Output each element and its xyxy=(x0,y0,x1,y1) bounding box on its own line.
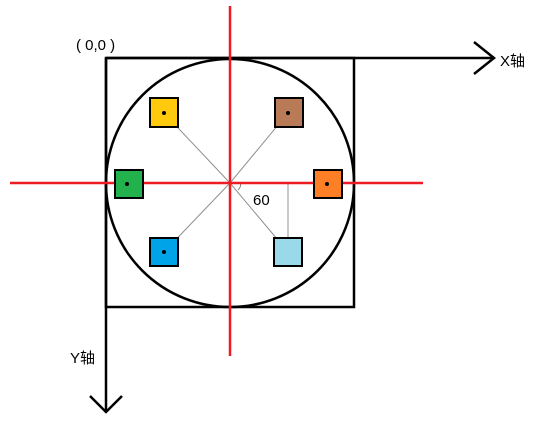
y-axis-label: Y轴 xyxy=(70,350,95,367)
angle-label: 60 xyxy=(253,192,270,209)
square-light-blue xyxy=(273,237,303,267)
square-yellow xyxy=(149,97,179,128)
square-green xyxy=(114,169,144,199)
x-axis-arrowhead xyxy=(473,41,497,75)
y-axis-arrowhead xyxy=(89,395,123,414)
square-blue xyxy=(149,237,179,267)
square-orange xyxy=(313,169,343,199)
origin-label: ( 0,0 ) xyxy=(76,37,115,54)
x-axis-label: X轴 xyxy=(500,53,525,70)
square-brown xyxy=(274,97,304,128)
